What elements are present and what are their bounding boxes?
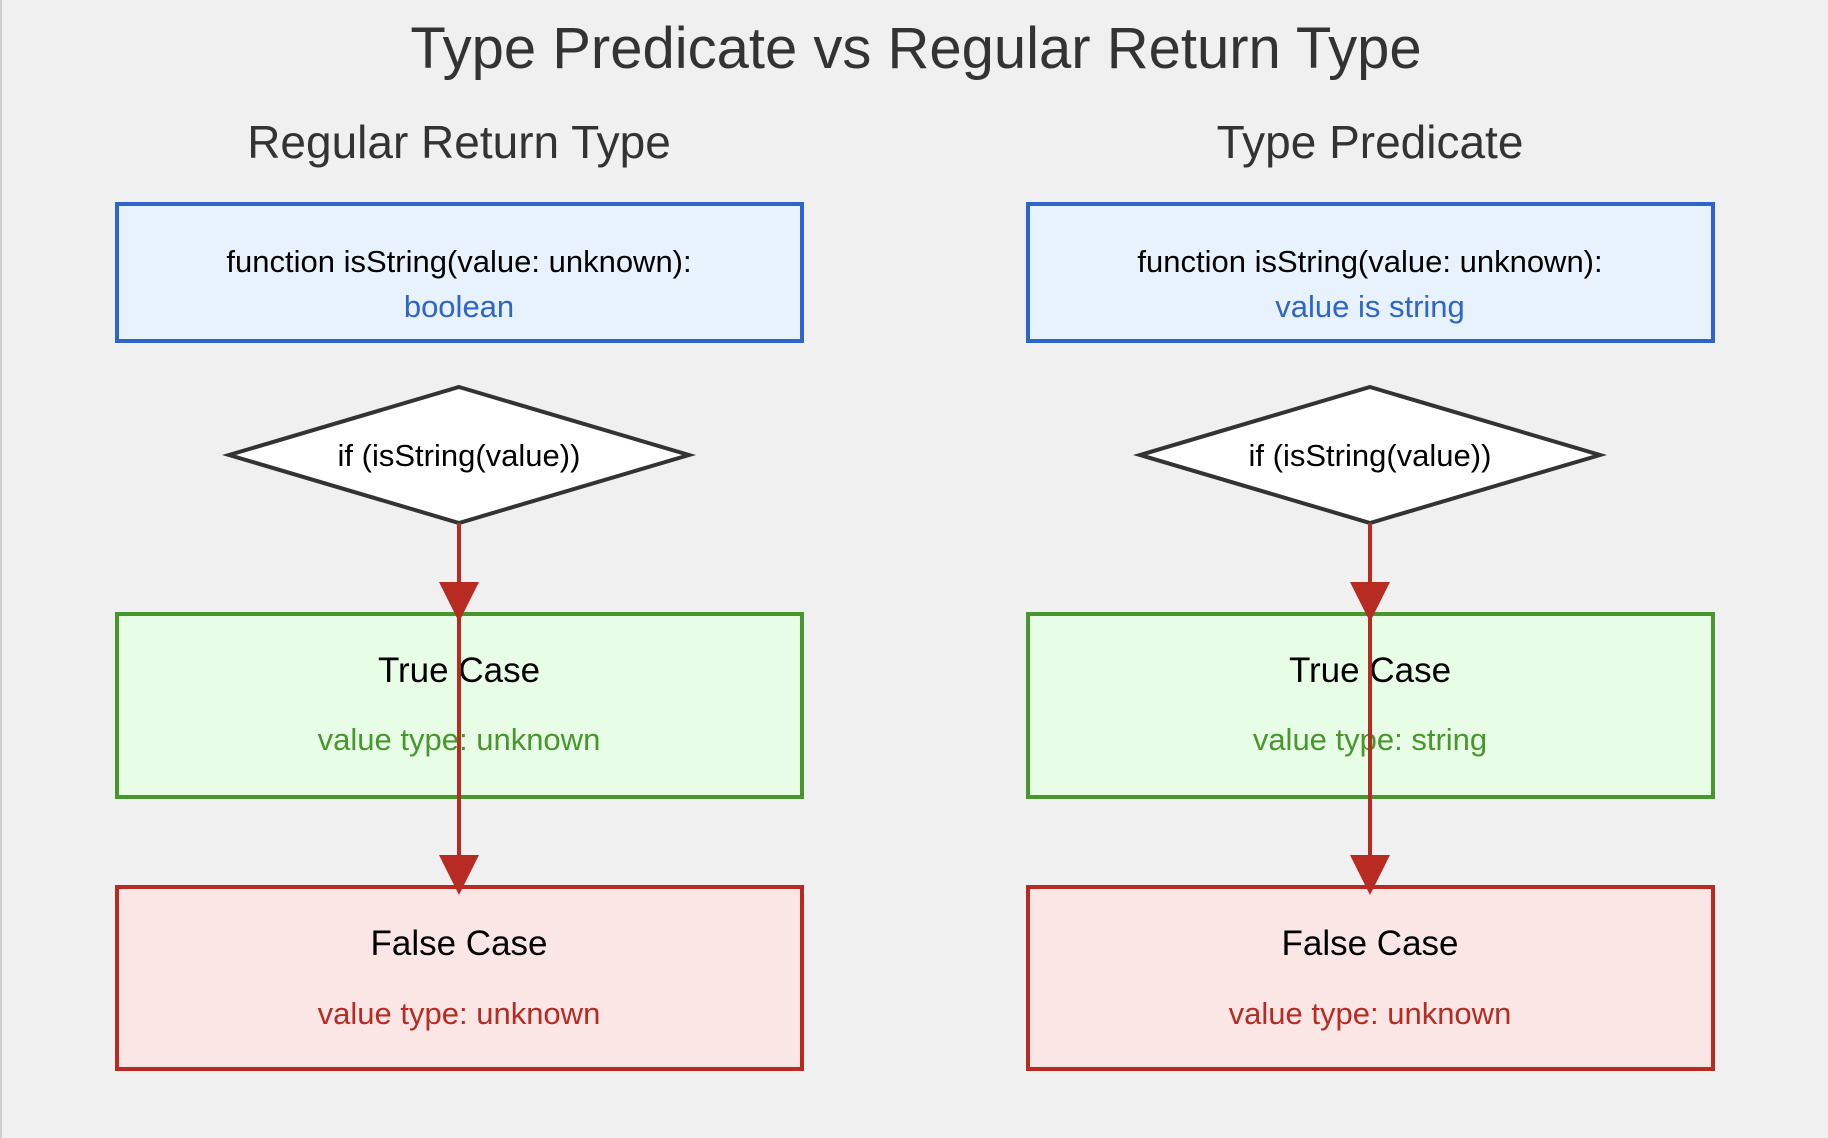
regular-function-box	[115, 202, 804, 343]
predicate-panel-heading: Type Predicate	[1217, 116, 1524, 168]
predicate-function-box	[1026, 202, 1715, 343]
regular-false-case-box	[115, 885, 804, 1071]
predicate-false-case-type: value type: unknown	[1229, 996, 1512, 1031]
regular-panel-heading: Regular Return Type	[247, 116, 671, 168]
regular-false-case-title: False Case	[370, 924, 547, 963]
regular-return-panel: Regular Return Type function isString(va…	[115, 116, 804, 1071]
regular-return-type: boolean	[404, 289, 514, 324]
predicate-false-case-box	[1026, 885, 1715, 1071]
predicate-false-case-title: False Case	[1281, 924, 1458, 963]
predicate-function-signature: function isString(value: unknown):	[1137, 244, 1602, 279]
regular-function-signature: function isString(value: unknown):	[226, 244, 691, 279]
diagram-title: Type Predicate vs Regular Return Type	[410, 16, 1421, 81]
predicate-condition-text: if (isString(value))	[1249, 438, 1492, 473]
type-predicate-panel: Type Predicate function isString(value: …	[1026, 116, 1715, 1071]
regular-false-case-type: value type: unknown	[318, 996, 601, 1031]
regular-condition-text: if (isString(value))	[338, 438, 581, 473]
predicate-return-type: value is string	[1275, 289, 1465, 324]
